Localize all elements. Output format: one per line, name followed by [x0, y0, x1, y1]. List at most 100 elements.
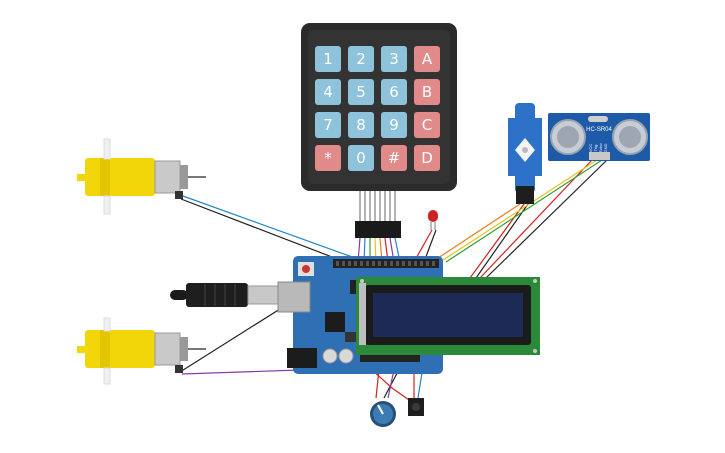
keypad-key-0-1[interactable] — [348, 46, 374, 72]
sensor-crystal — [588, 116, 608, 122]
wire-servo-black[interactable] — [475, 203, 529, 279]
servo-hub — [522, 147, 528, 153]
sensor-transducer-left-mesh — [557, 126, 579, 148]
servo-motor[interactable] — [508, 103, 542, 204]
keypad-key-2-2[interactable] — [381, 112, 407, 138]
keypad-key-label: C — [422, 116, 432, 134]
keypad-key-label: 0 — [356, 149, 366, 167]
sensor-pin-label-vcc: VCC — [588, 144, 593, 153]
sensor-pin-label-echo: Echo — [598, 143, 603, 153]
wire-motor1-black[interactable] — [180, 198, 346, 263]
dc-motor-2[interactable] — [77, 317, 206, 385]
motor1-can — [154, 160, 181, 194]
keypad-key-3-3[interactable] — [414, 145, 440, 171]
lcd-mount-hole-2 — [533, 279, 537, 283]
motor1-terminal — [175, 191, 183, 199]
motor2-terminal — [175, 365, 183, 373]
wire-sensor-echo[interactable] — [445, 159, 603, 263]
keypad-key-label: 6 — [389, 83, 399, 101]
dc-motor-1[interactable] — [77, 138, 206, 215]
led[interactable] — [428, 210, 438, 230]
wire-servo-orange[interactable] — [431, 203, 521, 263]
keypad-key-2-0[interactable] — [315, 112, 341, 138]
motor1-shaft-left — [77, 174, 87, 181]
arduino-digital-header-pins — [336, 261, 435, 266]
keypad-key-2-3[interactable] — [414, 112, 440, 138]
keypad-key-label: 2 — [356, 50, 366, 68]
keypad-key-1-1[interactable] — [348, 79, 374, 105]
keypad-ribbon — [357, 191, 399, 221]
keypad-key-3-2[interactable] — [381, 145, 407, 171]
keypad-connector[interactable] — [355, 221, 401, 238]
motor1-mount-top — [103, 138, 111, 160]
motor2-mount-bottom — [103, 367, 111, 385]
led-body — [428, 210, 438, 222]
sensor-pin-header[interactable] — [589, 152, 610, 160]
wire-button-3[interactable] — [369, 367, 413, 403]
motor1-end — [180, 165, 188, 189]
wire-motor1-blue[interactable] — [182, 195, 356, 259]
keypad-key-0-2[interactable] — [381, 46, 407, 72]
keypad-key-label: 1 — [323, 50, 333, 68]
keypad-key-1-2[interactable] — [381, 79, 407, 105]
keypad-key-0-0[interactable] — [315, 46, 341, 72]
usb-cable[interactable] — [170, 283, 279, 307]
wire-sensor-trig[interactable] — [439, 159, 598, 263]
push-button[interactable] — [408, 398, 424, 416]
motor1-gearbox-shade — [100, 158, 110, 196]
keypad-key-1-0[interactable] — [315, 79, 341, 105]
sensor-model-label: HC-SR04 — [586, 127, 612, 133]
motor1-gearbox — [85, 158, 155, 196]
potentiometer[interactable] — [370, 401, 396, 427]
sensor-pin-labels: VCC Trig Echo GND — [588, 143, 608, 153]
keypad-key-label: 7 — [323, 116, 333, 134]
keypad-key-1-3[interactable] — [414, 79, 440, 105]
keypad-key-label: 5 — [356, 83, 366, 101]
usb-cable-tail — [170, 290, 188, 300]
keypad-ribbon-lines — [359, 191, 396, 221]
arduino-power-jack[interactable] — [287, 348, 317, 368]
arduino-chip — [325, 312, 345, 332]
lcd-display[interactable] — [356, 277, 540, 355]
sensor-transducer-right-mesh — [619, 126, 641, 148]
lcd-mount-hole-3 — [533, 349, 537, 353]
motor1-mount-bottom — [103, 195, 111, 215]
arduino-usb-jack[interactable] — [277, 281, 311, 313]
servo-connector[interactable] — [516, 186, 534, 204]
usb-plug-body — [186, 283, 248, 307]
wire-sensor-vcc[interactable] — [479, 159, 593, 279]
keypad-key-label: 3 — [389, 50, 399, 68]
keypad-key-label: 9 — [389, 116, 399, 134]
arduino-capacitor-1 — [322, 348, 338, 364]
lcd-mount-hole-1 — [360, 279, 364, 283]
keypad-key-label: 4 — [323, 83, 333, 101]
arduino-capacitor-2 — [338, 348, 354, 364]
motor2-can — [154, 332, 181, 366]
keypad-key-label: * — [324, 149, 332, 167]
arduino-power-header[interactable] — [360, 353, 420, 362]
arduino-icsp-header — [350, 280, 360, 294]
keypad-key-label: A — [422, 50, 433, 68]
keypad-key-3-0[interactable] — [315, 145, 341, 171]
lcd-pin-header[interactable] — [359, 283, 366, 345]
lcd-screen — [373, 293, 523, 337]
motor2-mount-top — [103, 317, 111, 332]
keypad-key-0-3[interactable] — [414, 46, 440, 72]
sensor-pin-label-trig: Trig — [593, 145, 598, 152]
button-cap — [412, 403, 420, 411]
motor2-shaft-left — [77, 346, 87, 353]
keypad-key-label: # — [388, 149, 401, 167]
motor2-gearbox — [85, 330, 155, 368]
ultrasonic-sensor[interactable]: HC-SR04 VCC Trig Echo GND — [548, 113, 650, 161]
arduino-reset-cap — [302, 265, 310, 273]
motor2-gearbox-shade — [100, 330, 110, 368]
keypad-key-2-1[interactable] — [348, 112, 374, 138]
wire-sensor-gnd[interactable] — [485, 159, 608, 279]
keypad-key-label: D — [421, 149, 433, 167]
motor2-end — [180, 337, 188, 361]
keypad-key-3-1[interactable] — [348, 145, 374, 171]
usb-plug-grip — [204, 284, 236, 306]
